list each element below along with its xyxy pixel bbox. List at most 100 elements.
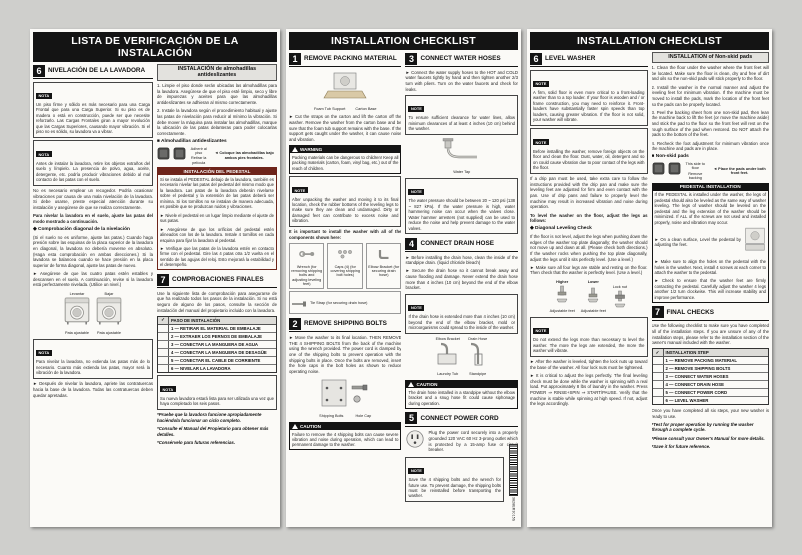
paragraph: To level the washer on the floor, adjust… (530, 212, 648, 224)
checkbox[interactable] (158, 356, 169, 364)
note-text: To ensure sufficient clearance for water… (408, 115, 515, 132)
component-caps: Caps (4) (for covering shipping bolt hol… (327, 243, 363, 289)
leveling-diagram-es: Levantar Pata ajustable Bajar Pata ajust… (33, 291, 153, 337)
checklist-item: 1 — REMOVE PACKING MATERIAL (665, 358, 737, 364)
warning-box: WARNING Packing materials can be dangero… (288, 145, 402, 174)
raise-label: Levantar (69, 291, 85, 296)
note-text: A firm, solid floor is even more critica… (533, 90, 645, 123)
section-1-header: 1 REMOVE PACKING MATERIAL (288, 52, 402, 67)
elbow-label: Elbow Bracket (for securing drain hose) (368, 264, 400, 278)
pedestal-label: PEDESTAL INSTALLATION (652, 183, 768, 191)
checklist-row: 1 — REMOVE PACKING MATERIAL (652, 357, 768, 366)
paragraph: Once you have completed all six steps, y… (651, 407, 770, 419)
paragraph: ► Cut the straps on the carton and lift … (288, 114, 402, 143)
pads-arrow-note: ◄ Coloque las almohadillas bajo ambos pi… (214, 151, 274, 160)
checkbox[interactable] (158, 340, 169, 348)
note-label: NOTE (408, 467, 425, 474)
importante-box: INSTALACIÓN DEL PEDESTAL Si se instala e… (156, 167, 277, 271)
section-title: REMOVE PACKING MATERIAL (303, 55, 397, 62)
leg-adjust-diagram: Higher Adjustable feet Lower Adjustable … (530, 279, 648, 315)
paragraph: ► Move the washer to its final location.… (288, 334, 402, 375)
note-label: NOTE (408, 304, 425, 311)
stick-label: Adherir al piso (190, 146, 207, 155)
paragraph: 1. Limpie el piso donde serán ubicadas l… (156, 83, 277, 106)
footnote: *Test for proper operation by running th… (651, 421, 754, 433)
component-tie-strap: Tie Strap (for securing drain hose) (288, 291, 402, 315)
elbow-bracket-icon (378, 246, 390, 264)
paragraph: 2. Instale la lavadora según el procedim… (156, 108, 277, 136)
section-number-badge: 1 (288, 52, 301, 65)
warning-text: Packing materials can be dangerous to ch… (291, 154, 399, 171)
water-tap-label: Water Tap (453, 170, 471, 175)
english2-col-right: INSTALLATION of Non-skid pads 1. Clean t… (651, 51, 770, 525)
checkbox[interactable] (653, 373, 664, 381)
leveling-foot-icon (585, 285, 601, 308)
footnote: *Consulte el Manual del Propietario para… (156, 426, 269, 438)
section-title: LEVEL WASHER (545, 55, 596, 62)
warning-triangle-icon (291, 147, 298, 153)
note-box: NOTE Before installing the washer, remov… (530, 128, 648, 174)
checkbox[interactable] (653, 397, 664, 405)
checkbox[interactable] (158, 348, 169, 356)
checkbox[interactable] (653, 381, 664, 389)
checkbox[interactable] (158, 324, 169, 332)
barcode-icon (509, 443, 518, 496)
note-text: Save the 4 shipping bolts and the wrench… (408, 477, 501, 499)
note-box: NOTE Do not extend the legs more than ne… (530, 316, 648, 357)
footnote: *Consérvelo para futuras referencias. (156, 440, 236, 446)
nota-text: Su nueva lavadora estará lista para ser … (159, 395, 274, 407)
paragraph: It is important to install the washer wi… (288, 229, 402, 241)
paragraph: (Si el suelo no es uniforme, ajuste las … (33, 234, 153, 268)
pedestal-bullet: ► Check to ensure that the washer feet a… (654, 278, 767, 300)
note-label: NOTE (533, 80, 549, 87)
drain-hose-label: Drain Hose (468, 337, 488, 342)
paragraph: Plug the power cord securely into a prop… (428, 430, 518, 453)
pads-diagram-en: This side to floor Remove backing ◄ Plac… (652, 162, 770, 180)
caps-label: Caps (4) (for covering shipping bolt hol… (330, 264, 360, 278)
checkbox[interactable] (653, 365, 664, 373)
importante-label: INSTALACIÓN DEL PEDESTAL (157, 168, 276, 176)
pads-heading-en: INSTALLATION of Non-skid pads (651, 51, 769, 63)
pads-label-es: ■ Almohadillas antideslizantes (156, 139, 227, 145)
note-label: NOTE (533, 139, 549, 146)
pedestal-bullet: ► On a clean surface, Level the pedestal… (654, 236, 742, 248)
english1-col-right: 3 CONNECT WATER HOSES ► Connect the wate… (405, 52, 518, 525)
pedestal-bullet: ► Make sure to align the holes on the pe… (654, 259, 767, 275)
washer-on-carton-icon (318, 71, 372, 106)
check-column-header: ✓ (158, 316, 169, 324)
foot-label: Pata ajustable (96, 330, 122, 335)
checkbox[interactable] (653, 357, 664, 365)
shipping-bolts-diagram: Shipping Bolts Hole Cap (289, 377, 402, 419)
paragraph: 2. Install the washer in the normal mann… (651, 84, 770, 107)
checklist-table-es: ✓ PASO DE INSTALACIÓN 1 — RETIRAR EL MAT… (156, 315, 277, 373)
note-text: Do not extend the legs more than necessa… (533, 337, 645, 354)
checklist-row: 2 — REMOVE SHIPPING BOLTS (652, 365, 768, 374)
sub-heading: ◆ Comprobación diagonal de la nivelación (33, 227, 130, 233)
checklist-row: 5 — CONNECT POWER CORD (652, 389, 768, 398)
stick-label: This side to floor (685, 161, 705, 171)
checklist-row: 6 — LEVEL WASHER (653, 397, 769, 405)
checkbox[interactable] (158, 332, 169, 340)
carton-base-label: Carton Base (355, 106, 377, 111)
note-box: NOTE A firm, solid floor is even more cr… (530, 69, 648, 126)
note-text: If the drain hose is extended more than … (408, 314, 515, 331)
checklist-item: 2 — REMOVE SHIPPING BOLTS (665, 366, 731, 372)
section-number-badge: 2 (288, 317, 301, 330)
checklist-item: 1 — RETIRAR EL MATERIAL DE EMBALAJE (170, 325, 261, 331)
checklist-item: 6 — NIVELAR LA LAVADORA (170, 365, 231, 371)
backing-label: Remove backing (688, 171, 703, 180)
section-title: COMPROBACIONES FINALES (171, 276, 264, 284)
note-box: NOTE If the drain hose is extended more … (405, 293, 518, 334)
laundry-tub-icon (435, 342, 461, 371)
importante-bullet: ► Nivele el pedestal en un lugar limpio … (159, 212, 274, 224)
caution-label: CAUTION (299, 424, 321, 430)
tie-strap-label: Tie Strap (for securing drain hose) (309, 300, 368, 305)
components-row: Wrench (for removing shipping bolts and … (288, 243, 402, 289)
note-label: NOTE (408, 188, 425, 195)
step-column-header: INSTALLATION STEP (665, 350, 709, 356)
english2-col-left: 6 LEVEL WASHER NOTE A firm, solid floor … (530, 52, 648, 525)
sub-heading: ◆ Diagonal Leveling Check (530, 226, 592, 232)
tie-strap-icon (291, 294, 307, 312)
checkbox[interactable] (653, 389, 664, 397)
checkbox[interactable] (158, 364, 169, 372)
